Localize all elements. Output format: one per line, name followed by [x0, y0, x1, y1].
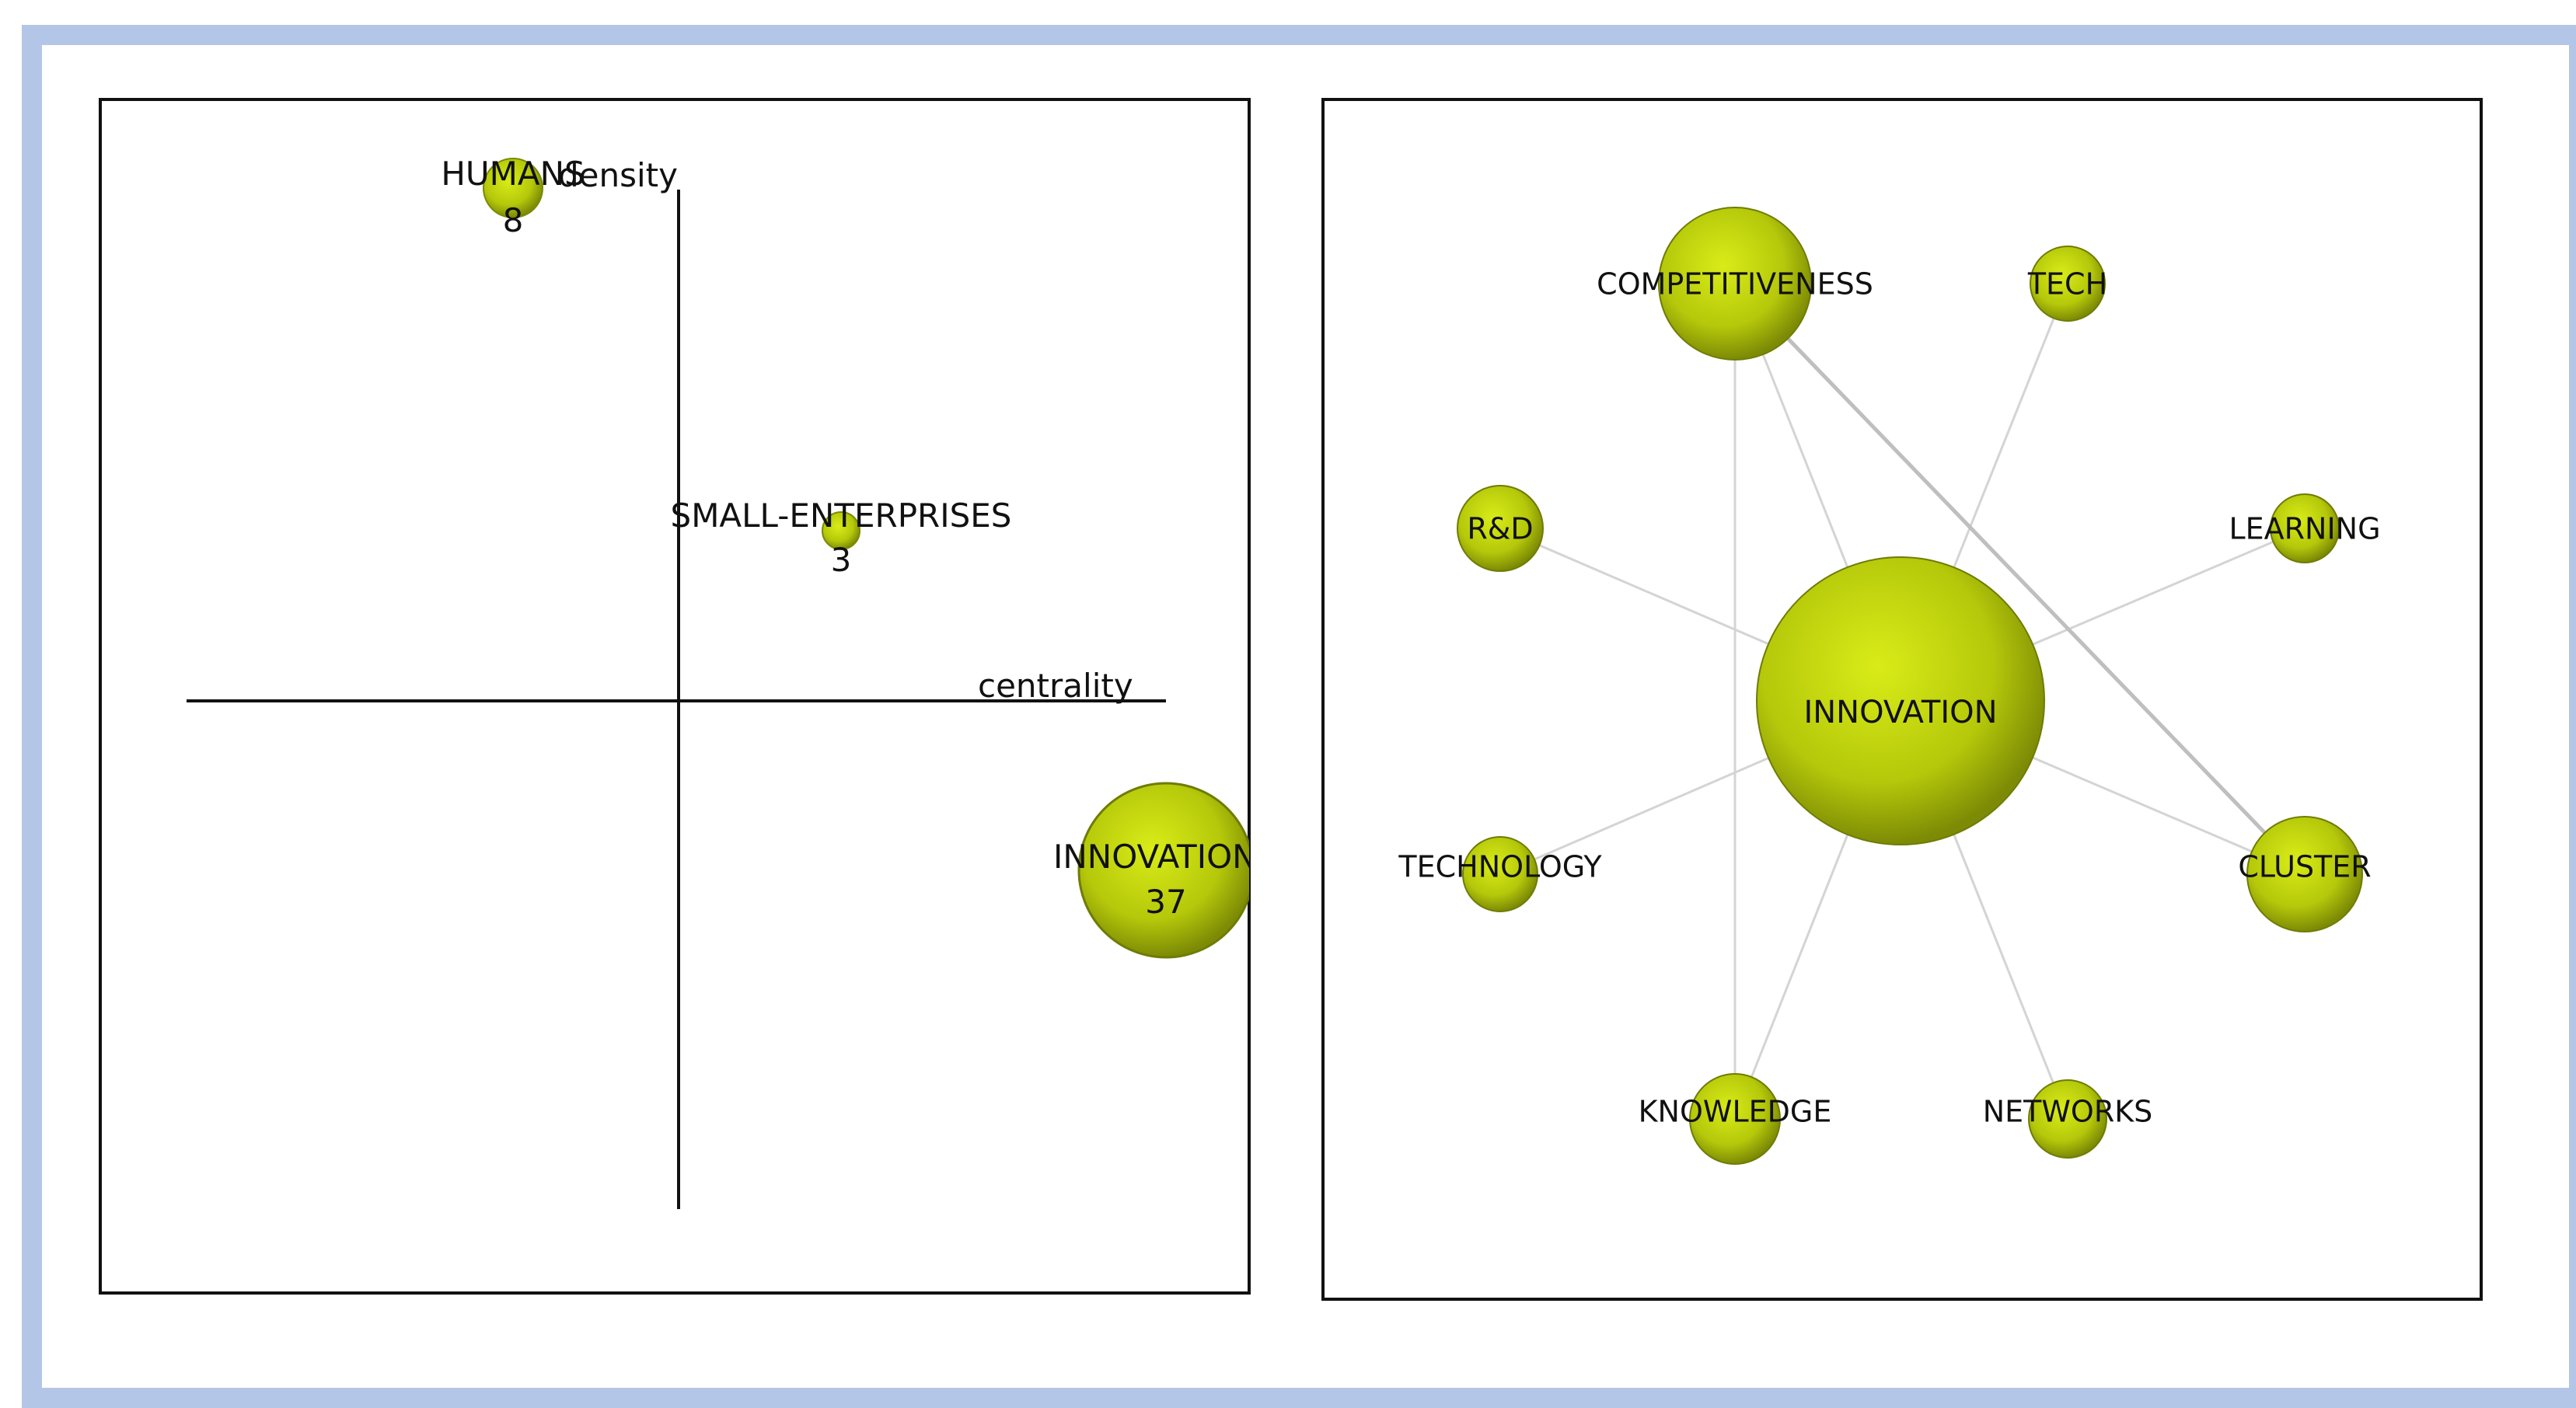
node-innovation[interactable] — [1756, 556, 2045, 845]
node-label-tech: TECH — [2027, 267, 2107, 301]
node-knowledge[interactable] — [1689, 1073, 1781, 1165]
theme-label-humans: HUMANS — [441, 155, 585, 193]
strategic-diagram-border — [99, 98, 1251, 1295]
strategic-diagram: density centrality HUMANS 8 SMALL-ENTERP… — [99, 98, 1257, 1295]
node-networks[interactable] — [2028, 1079, 2107, 1159]
theme-bubble-small-enterprises[interactable] — [822, 511, 860, 550]
node-label-cluster: CLUSTER — [2238, 849, 2371, 883]
node-learning[interactable] — [2270, 493, 2340, 563]
theme-count-small-enterprises: 3 — [831, 541, 852, 579]
edge-competitiveness-cluster — [1733, 282, 2306, 876]
node-label-innovation: INNOVATION — [1803, 695, 1997, 730]
network-labels: INNOVATION COMPETITIVENESS TECH R&D LEARNING… — [1398, 267, 2380, 1128]
node-label-networks: NETWORKS — [1983, 1094, 2153, 1128]
node-label-rd: R&D — [1467, 511, 1533, 545]
centrality-axis-label: centrality — [978, 667, 1133, 705]
network-nodes — [1457, 207, 2363, 1165]
density-axis-label: density — [558, 156, 678, 194]
thematic-network: INNOVATION COMPETITIVENESS TECH R&D LEARNING… — [1321, 98, 2483, 1301]
node-competitiveness[interactable] — [1658, 207, 1812, 361]
theme-count-humans: 8 — [503, 201, 524, 239]
theme-label-innovation: INNOVATION — [1053, 838, 1257, 876]
node-tech[interactable] — [2030, 246, 2106, 322]
theme-bubble-innovation[interactable] — [1077, 782, 1253, 959]
theme-bubble-humans[interactable] — [483, 158, 543, 218]
node-label-knowledge: KNOWLEDGE — [1639, 1094, 1832, 1128]
theme-count-innovation: 37 — [1145, 883, 1186, 921]
node-technology[interactable] — [1462, 836, 1538, 912]
node-label-competitiveness: COMPETITIVENESS — [1597, 267, 1873, 301]
node-rd[interactable] — [1457, 485, 1544, 572]
node-label-learning: LEARNING — [2229, 511, 2380, 545]
node-cluster[interactable] — [2246, 816, 2363, 932]
theme-label-small-enterprises: SMALL-ENTERPRISES — [671, 497, 1012, 535]
node-label-technology: TECHNOLOGY — [1398, 849, 1602, 883]
